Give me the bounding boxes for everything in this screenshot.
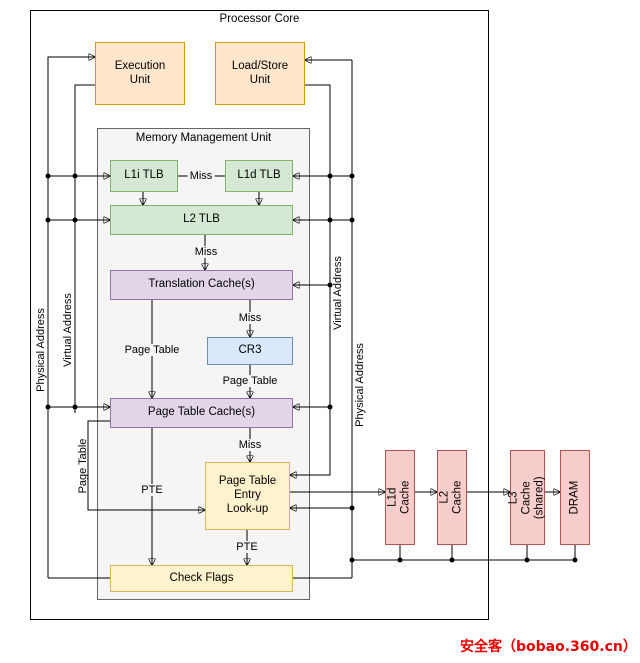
dram-box: DRAM [560,450,590,545]
edge-label-pte-left: PTE [139,484,165,496]
memory-return-bus [352,545,576,561]
junction-dot [349,557,355,563]
l1d-cache-label: L1d Cache [386,480,413,515]
bus-label-physical-address-left: Physical Address [35,308,47,392]
edge-label-miss-translation-caches: Miss [236,312,264,324]
dram-label: DRAM [568,480,581,515]
junction-dot [327,404,333,410]
l2-tlb-label: L2 TLB [183,213,220,226]
edge-label-miss-l2-tlb: Miss [192,246,220,258]
edge-label-page-table-translation: Page Table [122,344,182,356]
cr3-label: CR3 [238,344,262,357]
bus-label-virtual-address-left: Virtual Address [62,293,74,367]
l2-tlb-box: L2 TLB [110,205,293,235]
edge-label-pte-bottom: PTE [234,541,260,553]
execution-unit-box: Execution Unit [95,42,185,105]
junction-dot [72,173,78,179]
page-table-caches-box: Page Table Cache(s) [110,398,293,428]
junction-dot [449,557,455,563]
page-table-entry-lookup-label: Page Table Entry Look-up [218,475,277,515]
edge-label-miss-l1-tlbs: Miss [187,170,215,182]
line [74,84,95,413]
translation-caches-label: Translation Cache(s) [148,278,255,291]
junction-dot [45,217,51,223]
arrow-line [87,420,205,510]
bus-label-physical-address-right: Physical Address [354,343,366,427]
junction-dot [327,173,333,179]
junction-dot [72,217,78,223]
junction-dot [572,557,578,563]
load-store-unit-box: Load/Store Unit [215,42,305,105]
processor-core-box [30,10,489,620]
l1d-cache-box: L1d Cache [385,450,415,545]
page-table-feedback-edge [87,420,205,510]
junction-dot [349,217,355,223]
junction-dot [45,173,51,179]
check-flags-box: Check Flags [110,565,293,592]
l2-cache-box: L2 Cache [437,450,467,545]
l2-cache-label: L2 Cache [438,480,465,515]
virtual-address-bus-right [290,84,331,475]
junction-dot [327,217,333,223]
execution-unit-label: Execution Unit [114,59,166,86]
l3-cache-label: L3 Cache (shared) [507,476,547,519]
physical-address-bus-left [47,57,110,579]
junction-dots [45,173,578,563]
junction-dot [349,505,355,511]
l1d-tlb-label: L1d TLB [237,169,281,182]
l1i-tlb-box: L1i TLB [110,160,178,192]
watermark-text: 安全客（bobao.360.cn） [460,639,637,655]
junction-dot [349,173,355,179]
check-flags-label: Check Flags [169,571,234,584]
mmu-title: Memory Management Unit [135,132,272,144]
junction-dot [524,557,530,563]
virtual-address-bus-left [74,84,95,413]
l1i-tlb-label: L1i TLB [124,169,164,182]
east-stubs [293,176,352,407]
page-table-caches-label: Page Table Cache(s) [147,406,256,419]
processor-core-title: Processor Core [219,13,300,25]
edge-label-page-table-feedback: Page Table [77,438,89,494]
edge-label-page-table-cr3: Page Table [220,375,280,387]
edge-label-miss-page-table-caches: Miss [236,439,264,451]
cr3-box: CR3 [207,337,293,365]
line [47,57,95,578]
load-store-unit-label: Load/Store Unit [231,59,289,86]
bus-label-virtual-address-right: Virtual Address [332,256,344,330]
page-table-entry-lookup-box: Page Table Entry Look-up [205,462,290,530]
translation-caches-box: Translation Cache(s) [110,270,293,300]
junction-dot [45,404,51,410]
junction-dot [72,404,78,410]
junction-dot [397,557,403,563]
west-stubs [48,176,110,407]
arrow-line [290,84,331,475]
junction-dot [327,282,333,288]
l1d-tlb-box: L1d TLB [225,160,293,192]
l3-cache-box: L3 Cache (shared) [507,450,547,545]
